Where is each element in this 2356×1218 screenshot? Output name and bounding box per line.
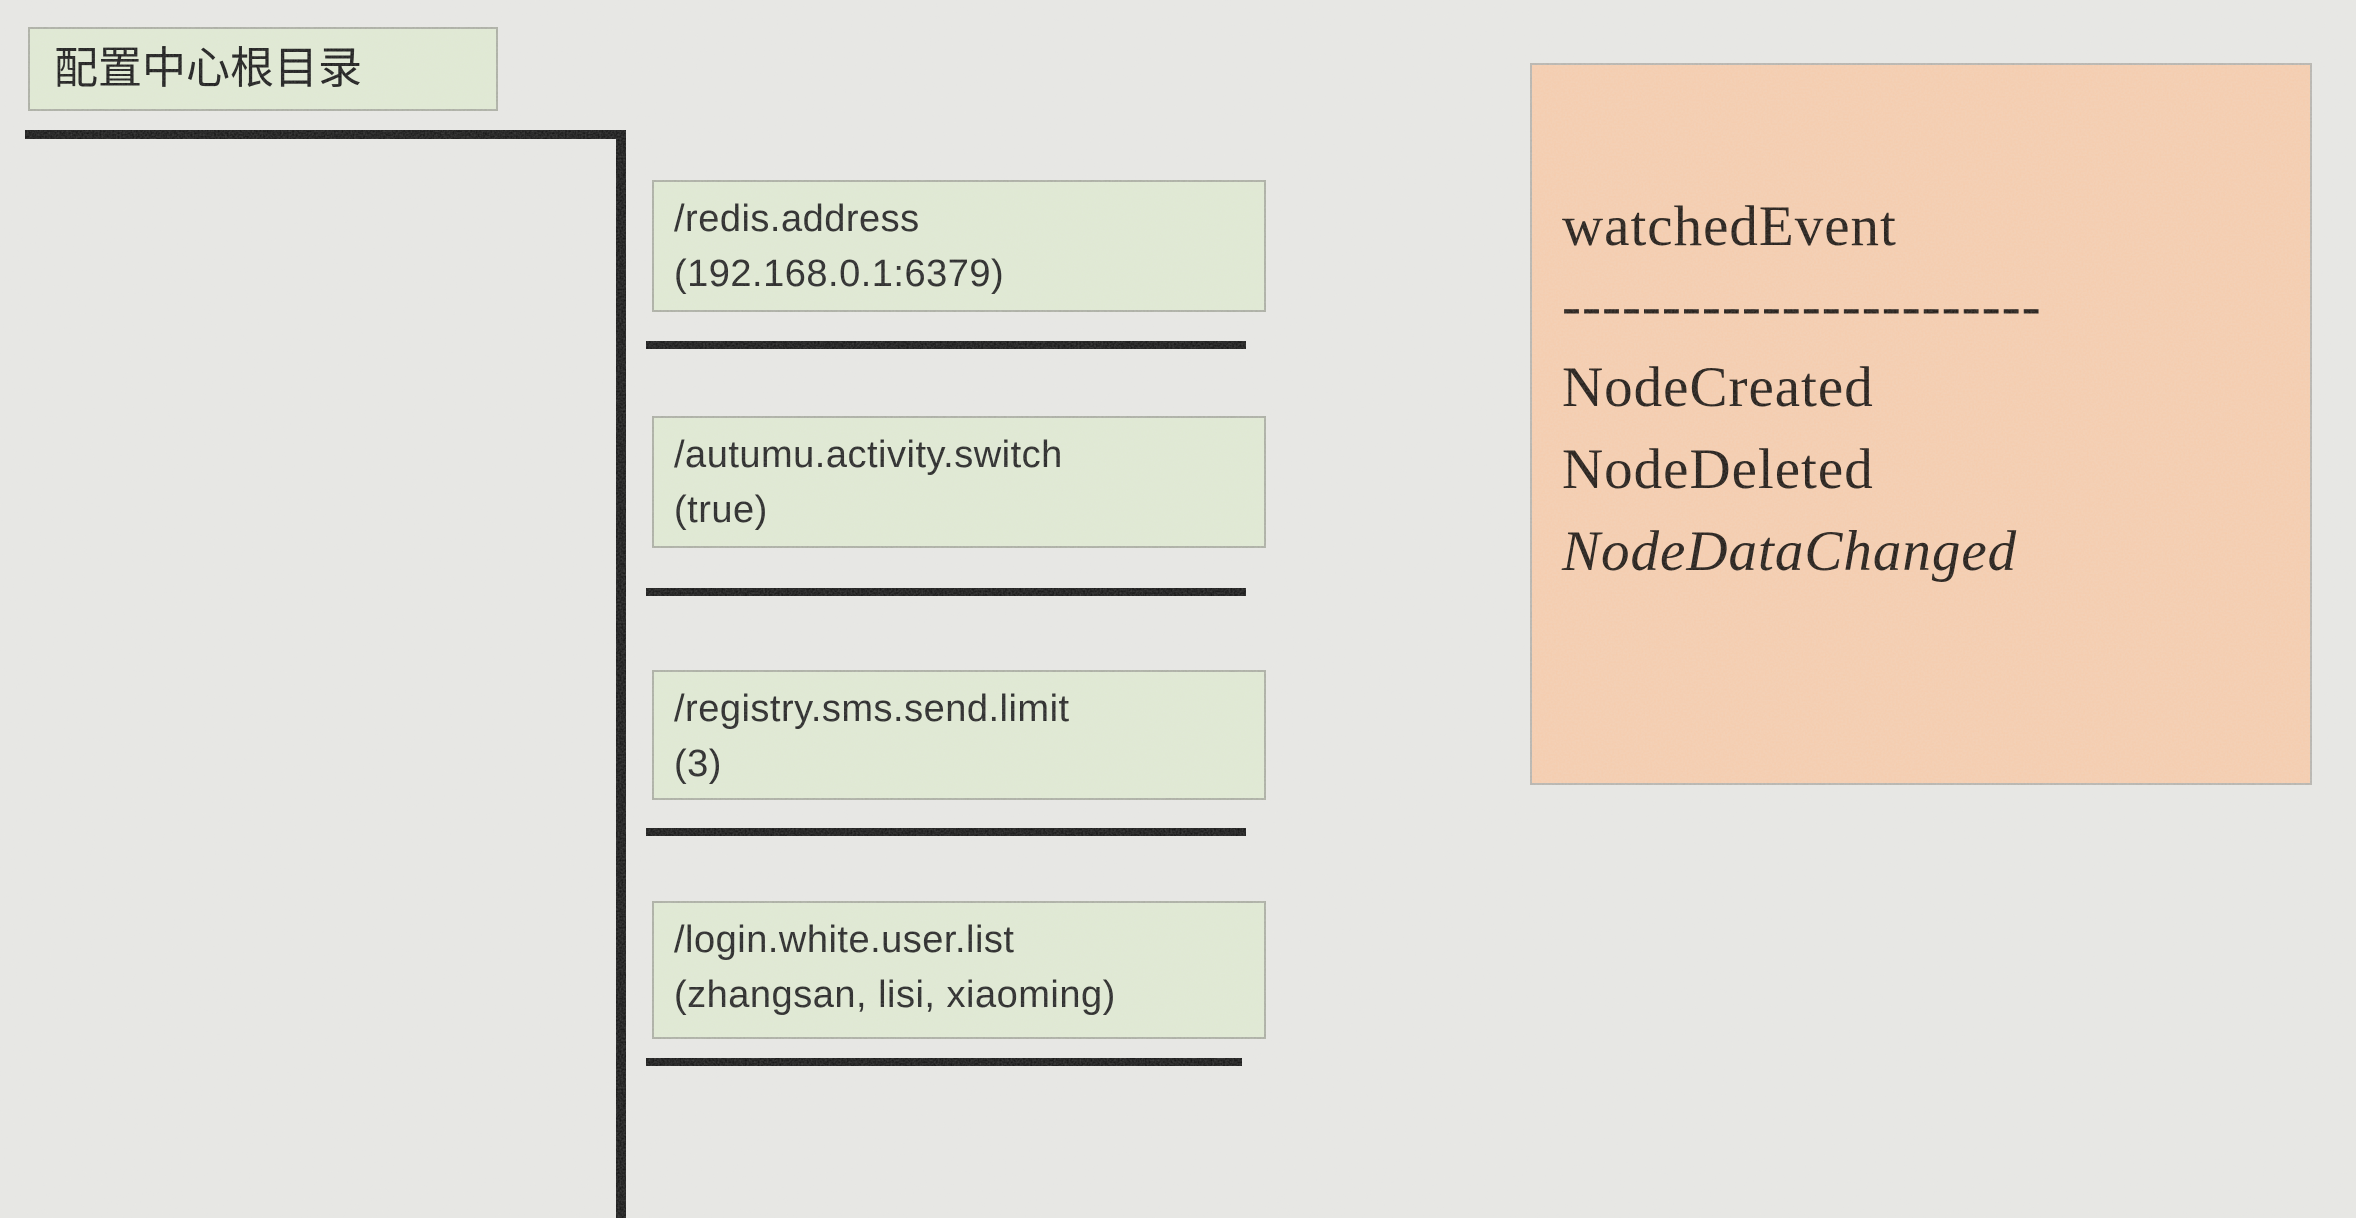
tree-branch-horizontal-line [25,130,626,139]
config-node-value: (192.168.0.1:6379) [674,253,1005,295]
config-node-path: /login.white.user.list [674,919,1015,961]
config-node-value: (3) [674,743,722,785]
node-separator-line [646,1058,1242,1066]
node-separator-line [646,341,1246,349]
node-separator-line [646,828,1246,836]
config-node-sms-send-limit: /registry.sms.send.limit (3) [652,670,1266,800]
config-node-path: /autumu.activity.switch [674,434,1063,476]
config-node-login-white-list: /login.white.user.list (zhangsan, lisi, … [652,901,1266,1039]
config-node-activity-switch: /autumu.activity.switch (true) [652,416,1266,548]
event-node-deleted: NodeDeleted [1562,438,1874,501]
config-node-path: /redis.address [674,198,920,240]
config-node-path: /registry.sms.send.limit [674,688,1070,730]
tree-trunk-vertical-line [616,130,626,1218]
watched-event-divider: ------------------------ [1562,275,2042,338]
watched-event-panel: watchedEvent ------------------------ No… [1530,63,2312,785]
config-root-node: 配置中心根目录 [28,27,498,111]
config-root-label: 配置中心根目录 [54,44,362,93]
config-node-value: (zhangsan, lisi, xiaoming) [674,974,1116,1016]
config-node-redis-address: /redis.address (192.168.0.1:6379) [652,180,1266,312]
event-node-created: NodeCreated [1562,356,1874,419]
config-node-value: (true) [674,489,768,531]
node-separator-line [646,588,1246,596]
watched-event-title: watchedEvent [1562,195,1897,258]
event-node-data-changed: NodeDataChanged [1562,520,2018,583]
